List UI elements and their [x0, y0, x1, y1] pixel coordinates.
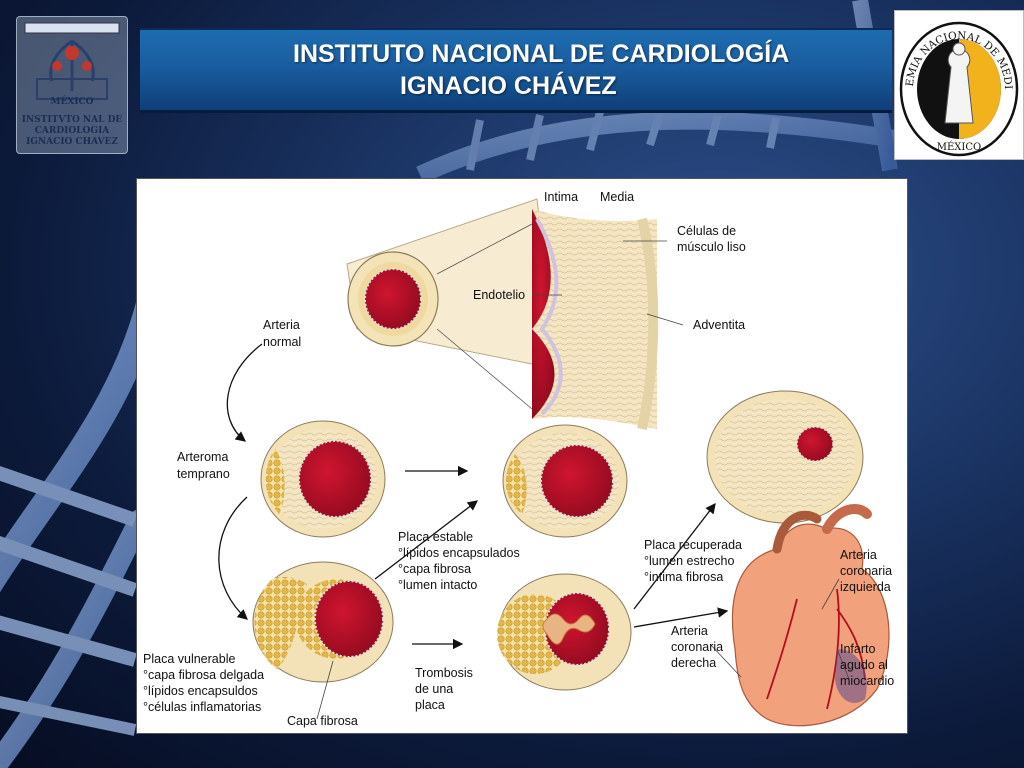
- label-placa-vulnerable-2: °capa fibrosa delgada: [143, 668, 264, 682]
- stable-plaque: [502, 424, 628, 538]
- institute-logo: MÉXICO INSTITVTO NAL DE CARDIOLOGIA IGNA…: [16, 16, 128, 154]
- diagram-canvas: Intima Media Células de músculo liso End…: [143, 190, 894, 728]
- dna-helix-top: [416, 0, 902, 184]
- label-arteria-izq-2: coronaria: [840, 564, 892, 578]
- diagram-labels: Intima Media Células de músculo liso End…: [143, 190, 894, 728]
- label-arteria-der-2: coronaria: [671, 640, 723, 654]
- label-arteroma-1: Arteroma: [177, 450, 228, 464]
- logo-text-4: IGNACIO CHAVEZ: [26, 137, 118, 147]
- label-capa-fibrosa: Capa fibrosa: [287, 714, 358, 728]
- label-media: Media: [600, 190, 634, 204]
- early-atheroma: [260, 420, 386, 538]
- label-adventita: Adventita: [693, 318, 745, 332]
- label-arteria-izq-3: izquierda: [840, 580, 891, 594]
- label-arteroma-2: temprano: [177, 467, 230, 481]
- label-arteria-der-3: derecha: [671, 656, 716, 670]
- title-bar: [140, 28, 892, 113]
- flow-arrows: [218, 343, 729, 650]
- label-placa-vulnerable-4: °células inflamatorias: [143, 700, 261, 714]
- label-trombosis-2: de una: [415, 682, 453, 696]
- label-infarto-1: Infarto: [840, 642, 875, 656]
- label-placa-estable-3: °capa fibrosa: [398, 562, 471, 576]
- label-trombosis-1: Trombosis: [415, 666, 473, 680]
- plaque-thrombosis: [497, 573, 632, 691]
- logo-text-2: INSTITVTO NAL DE: [21, 115, 123, 125]
- label-placa-estable-1: Placa estable: [398, 530, 473, 544]
- institute-emblem-icon: [24, 22, 120, 100]
- label-infarto-3: miocardio: [840, 674, 894, 688]
- label-placa-recuperada-2: °lumen estrecho: [644, 554, 735, 568]
- label-placa-recuperada-3: °intima fibrosa: [644, 570, 723, 584]
- label-placa-estable-2: °lípidos encapsulados: [398, 546, 520, 560]
- normal-artery: [346, 198, 558, 370]
- label-arteria-der-1: Arteria: [671, 624, 708, 638]
- artery-wall-detail: [436, 209, 659, 431]
- logo-text-1: MÉXICO: [50, 97, 94, 107]
- page-title-line1: INSTITUTO NACIONAL DE CARDIOLOGÍA: [293, 40, 790, 68]
- seal-bottom-text: MÉXICO: [937, 141, 981, 153]
- atherosclerosis-diagram: Intima Media Células de músculo liso End…: [136, 178, 908, 734]
- academy-seal: ACADEMIA NACIONAL DE MEDICINA MÉXICO: [890, 2, 1024, 160]
- academy-seal-icon: ACADEMIA NACIONAL DE MEDICINA MÉXICO: [890, 2, 1019, 157]
- label-arteria-izq-1: Arteria: [840, 548, 877, 562]
- label-arteria-normal-1: Arteria: [263, 318, 300, 332]
- label-intima: Intima: [544, 190, 578, 204]
- heart-illustration: [731, 504, 890, 727]
- label-celulas-1: Células de: [677, 224, 736, 238]
- label-infarto-2: agudo al: [840, 658, 888, 672]
- logo-text-3: CARDIOLOGIA: [34, 126, 110, 136]
- label-trombosis-3: placa: [415, 698, 445, 712]
- label-placa-vulnerable-1: Placa vulnerable: [143, 652, 235, 666]
- dna-helix-left: [0, 287, 163, 768]
- vulnerable-plaque: [252, 561, 394, 683]
- label-placa-recuperada-1: Placa recuperada: [644, 538, 742, 552]
- label-placa-vulnerable-3: °lípidos encapsuldos: [143, 684, 258, 698]
- label-celulas-2: músculo liso: [677, 240, 746, 254]
- leader-lines: [316, 240, 850, 720]
- label-endotelio: Endotelio: [473, 288, 525, 302]
- page-title-line2: IGNACIO CHÁVEZ: [400, 72, 617, 100]
- recovered-plaque: [706, 390, 864, 524]
- label-placa-estable-4: °lumen intacto: [398, 578, 477, 592]
- label-arteria-normal-2: normal: [263, 335, 301, 349]
